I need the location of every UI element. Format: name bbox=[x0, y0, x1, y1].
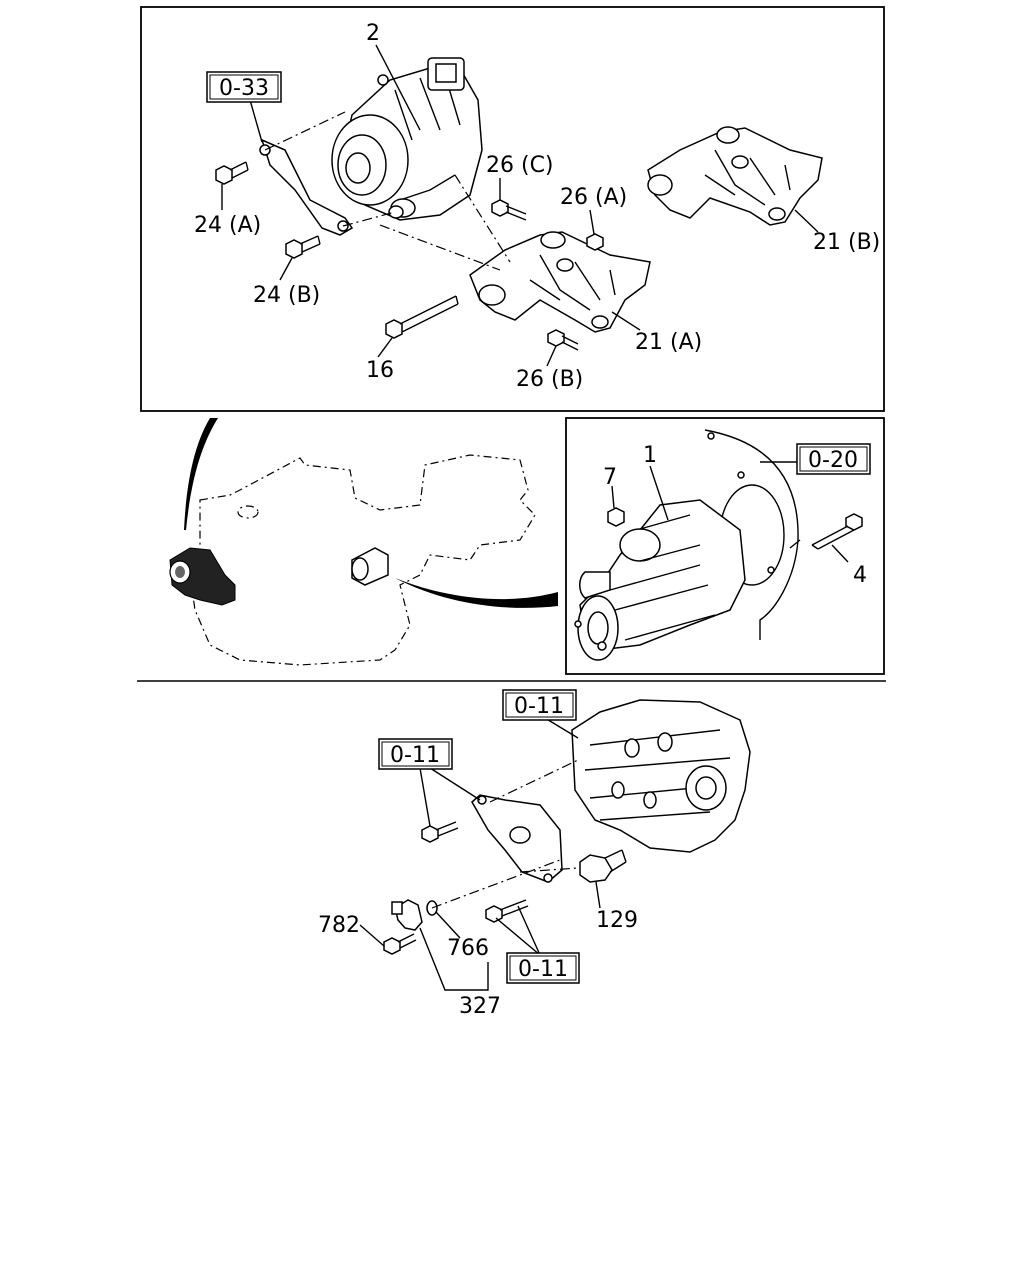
callout-26c: 26 (C) bbox=[486, 153, 554, 178]
callout-16: 16 bbox=[366, 358, 394, 383]
ref-box-0-11-top: 0-11 bbox=[502, 689, 577, 721]
panel-starter: 1 7 4 0-20 bbox=[565, 417, 885, 675]
bolt-26b bbox=[547, 329, 579, 351]
ref-box-0-33: 0-33 bbox=[206, 71, 282, 103]
bolt-24a bbox=[215, 161, 249, 185]
inset-frame bbox=[565, 417, 885, 675]
bolt-24b bbox=[285, 235, 321, 259]
mini-alternator-icon bbox=[169, 547, 236, 606]
svg-text:0-11: 0-11 bbox=[518, 957, 568, 982]
engine-overview bbox=[169, 418, 558, 666]
bolt-26c bbox=[491, 199, 527, 221]
svg-text:0-11: 0-11 bbox=[514, 694, 564, 719]
callout-327: 327 bbox=[459, 994, 501, 1019]
bolt-16 bbox=[385, 295, 459, 339]
sensor-129 bbox=[579, 849, 627, 883]
callout-4: 4 bbox=[853, 563, 867, 588]
nut-7 bbox=[607, 507, 625, 527]
callout-2: 2 bbox=[366, 21, 380, 46]
callout-21a: 21 (A) bbox=[635, 330, 702, 355]
ref-box-0-20: 0-20 bbox=[796, 443, 871, 475]
panel-frame bbox=[140, 6, 885, 412]
callout-24a: 24 (A) bbox=[194, 213, 261, 238]
svg-text:0-33: 0-33 bbox=[219, 76, 269, 101]
mount-bracket-21b bbox=[647, 126, 823, 226]
callout-24b: 24 (B) bbox=[253, 283, 320, 308]
sensor-bracket bbox=[471, 794, 563, 883]
starter-motor-illustration bbox=[574, 499, 746, 661]
callout-129: 129 bbox=[596, 908, 638, 933]
bolt-upper bbox=[421, 821, 459, 843]
callout-1: 1 bbox=[643, 443, 657, 468]
svg-text:0-11: 0-11 bbox=[390, 743, 440, 768]
panel-alternator: 2 24 (A) 24 (B) 26 (C) 26 (A) 21 (B) 21 … bbox=[140, 6, 885, 412]
callout-26a: 26 (A) bbox=[560, 185, 627, 210]
ref-box-0-11-left: 0-11 bbox=[378, 738, 453, 770]
bolt-26a bbox=[586, 233, 604, 251]
callout-21b: 21 (B) bbox=[813, 230, 880, 255]
panel-sensors: 129 782 766 327 0-11 0-11 0-11 bbox=[318, 689, 751, 1019]
svg-text:0-20: 0-20 bbox=[808, 448, 858, 473]
alternator-illustration bbox=[331, 57, 483, 221]
bolt-lower bbox=[485, 899, 529, 923]
ref-box-0-11-bottom: 0-11 bbox=[506, 952, 580, 984]
bolt-4 bbox=[811, 513, 863, 550]
bolt-782 bbox=[383, 933, 417, 955]
callout-766: 766 bbox=[447, 936, 489, 961]
callout-26b: 26 (B) bbox=[516, 367, 583, 392]
callout-782: 782 bbox=[318, 913, 360, 938]
sensor-327 bbox=[391, 899, 423, 931]
callout-7: 7 bbox=[603, 465, 617, 490]
mount-bracket-21a bbox=[469, 231, 651, 333]
cylinder-head-illustration bbox=[571, 699, 751, 853]
